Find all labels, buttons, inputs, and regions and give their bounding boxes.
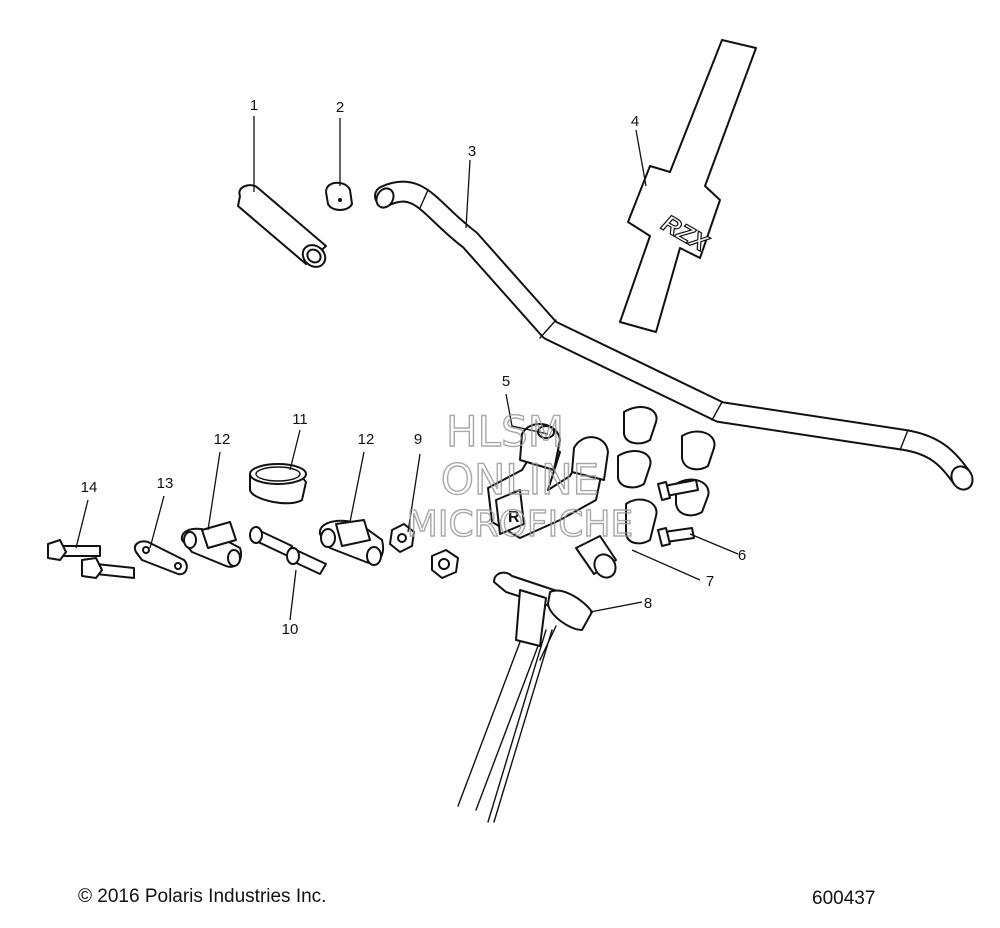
callout-12-right: 12 [358, 431, 375, 448]
callout-2: 2 [336, 99, 344, 116]
part-11-ring[interactable] [249, 463, 307, 505]
callout-14: 14 [81, 479, 98, 496]
diagram-number: 600437 [812, 888, 876, 909]
part-8-steering-stem[interactable] [457, 571, 593, 823]
callout-3: 3 [468, 143, 476, 160]
callout-labels: 1 2 3 4 5 6 7 8 9 10 11 12 12 13 14 [81, 97, 747, 638]
part-14-bolts[interactable] [47, 539, 135, 579]
copyright-text: © 2016 Polaris Industries Inc. [78, 886, 327, 907]
watermark-line-2: ONLINE [441, 455, 599, 504]
part-10-sleeves[interactable] [249, 526, 327, 575]
part-5-clamp-base[interactable]: R [487, 422, 609, 539]
callout-9: 9 [414, 431, 422, 448]
watermark-line-3: MICROFICHE [407, 504, 633, 545]
part-12-split-clamp-left[interactable] [180, 521, 242, 568]
part-6-bolts[interactable] [657, 479, 699, 547]
part-6-clamp-caps[interactable] [617, 406, 716, 517]
callout-7: 7 [706, 573, 714, 590]
callout-5: 5 [502, 373, 510, 390]
callout-6: 6 [738, 547, 746, 564]
watermark-line-1: HLSM [446, 407, 564, 456]
leader-lines [75, 116, 739, 621]
callout-1: 1 [250, 97, 258, 114]
part-1-grip[interactable] [237, 184, 330, 271]
callout-8: 8 [644, 595, 652, 612]
part-4-handlebar-pad[interactable]: RZX [619, 39, 757, 333]
watermark: HLSM ONLINE MICROFICHE [406, 406, 634, 545]
part-9-lower-nut[interactable] [431, 549, 459, 579]
callout-13: 13 [157, 475, 174, 492]
part-7-clamp-knob[interactable] [575, 498, 658, 582]
part-13-plate[interactable] [134, 540, 188, 576]
part-2-end-cap[interactable] [325, 181, 353, 211]
part-12-split-clamp-right[interactable] [318, 519, 384, 566]
part-3-handlebar[interactable] [373, 180, 977, 493]
callout-10: 10 [282, 621, 299, 638]
clamp-logo: R [508, 509, 520, 526]
callout-4: 4 [631, 113, 639, 130]
callout-11: 11 [292, 411, 308, 428]
callout-12-left: 12 [214, 431, 231, 448]
